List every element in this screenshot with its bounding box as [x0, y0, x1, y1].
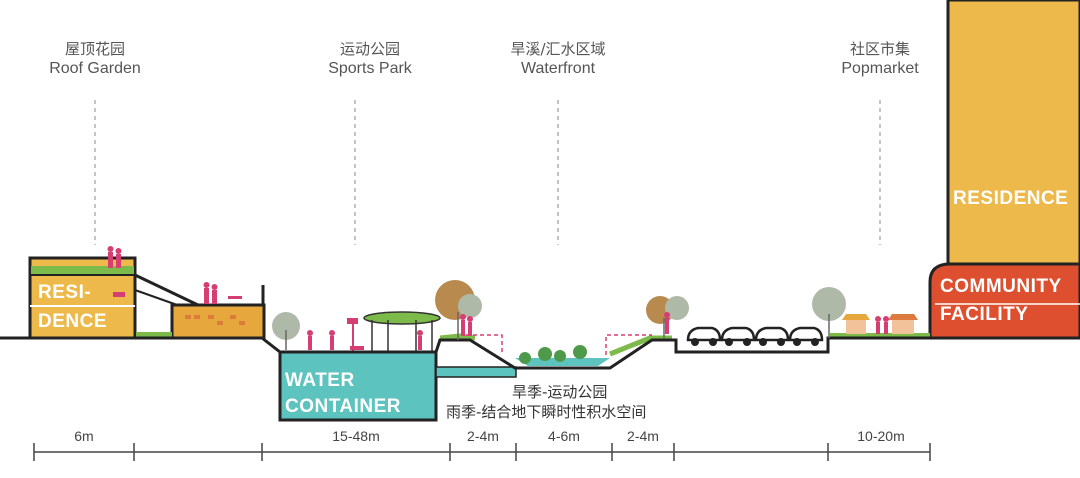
- label-popmarket: 社区市集 Popmarket: [800, 40, 960, 79]
- note-dry-season: 旱季-运动公园: [512, 383, 608, 401]
- dimension-label: 10-20m: [857, 428, 905, 444]
- community-facility-label-2: FACILITY: [940, 304, 1029, 325]
- label-waterfront: 旱溪/汇水区域 Waterfront: [478, 40, 638, 79]
- dimension-label: 15-48m: [332, 428, 380, 444]
- ground-line: [0, 336, 1080, 370]
- residence-tower: [946, 0, 1080, 272]
- residence-tower-label: RESIDENCE: [953, 188, 1069, 209]
- people: [107, 246, 889, 350]
- dimension-label: 4-6m: [548, 428, 580, 444]
- label-sports-park-en: Sports Park: [328, 59, 412, 77]
- community-facility-label-1: COMMUNITY: [940, 276, 1062, 297]
- community-facility-block: [928, 262, 1080, 340]
- dimension-line: [33, 443, 931, 461]
- label-waterfront-en: Waterfront: [520, 59, 596, 77]
- water-container-label-2: CONTAINER: [285, 396, 402, 417]
- water-channel: [435, 366, 517, 378]
- residence-small-label-1: RESI-: [38, 282, 92, 303]
- label-popmarket-en: Popmarket: [841, 59, 919, 77]
- waterfront-water: [515, 358, 610, 366]
- label-roof-garden-cn: 屋顶花园: [64, 40, 125, 58]
- market-stalls: [842, 314, 918, 334]
- water-container-label-1: WATER: [285, 370, 355, 391]
- dimension-label: 2-4m: [467, 428, 499, 444]
- label-sports-park: 运动公园 Sports Park: [290, 40, 450, 79]
- label-popmarket-cn: 社区市集: [849, 40, 910, 58]
- label-sports-park-cn: 运动公园: [339, 40, 400, 58]
- label-waterfront-cn: 旱溪/汇水区域: [510, 40, 606, 58]
- dimension-label: 2-4m: [627, 428, 659, 444]
- pavilion: [363, 311, 441, 352]
- cars: [686, 326, 824, 342]
- label-roof-garden: 屋顶花园 Roof Garden: [20, 40, 170, 79]
- water-container-block: [278, 350, 438, 422]
- label-roof-garden-en: Roof Garden: [49, 59, 141, 77]
- residence-small-label-2: DENCE: [38, 311, 108, 332]
- dimension-label: 6m: [74, 428, 94, 444]
- note-rainy-season: 雨季-结合地下瞬时性积水空间: [446, 403, 647, 421]
- trees: [272, 280, 846, 350]
